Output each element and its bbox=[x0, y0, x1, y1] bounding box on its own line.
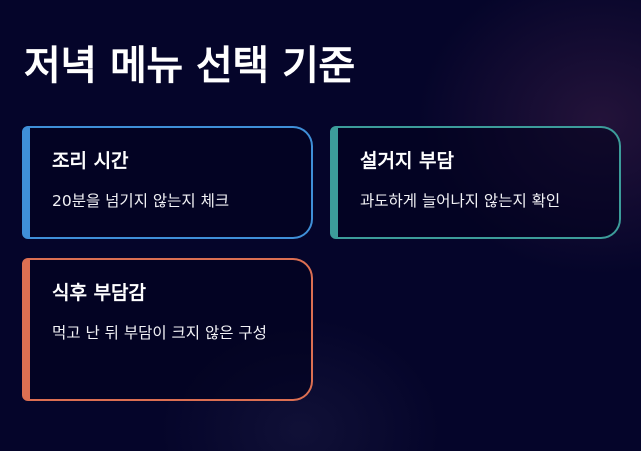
card-title: 식후 부담감 bbox=[52, 282, 147, 304]
card-title: 조리 시간 bbox=[52, 150, 129, 172]
page-title: 저녁 메뉴 선택 기준 bbox=[24, 43, 355, 89]
criteria-card-cooking-time: 조리 시간 20분을 넘기지 않는지 체크 bbox=[22, 126, 313, 239]
criteria-card-dishwashing: 설거지 부담 과도하게 늘어나지 않는지 확인 bbox=[330, 126, 621, 239]
card-description: 20분을 넘기지 않는지 체크 bbox=[52, 192, 230, 210]
criteria-card-after-meal: 식후 부담감 먹고 난 뒤 부담이 크지 않은 구성 bbox=[22, 258, 313, 401]
card-description: 과도하게 늘어나지 않는지 확인 bbox=[360, 192, 561, 210]
card-description: 먹고 난 뒤 부담이 크지 않은 구성 bbox=[52, 324, 267, 342]
card-title: 설거지 부담 bbox=[360, 150, 455, 172]
